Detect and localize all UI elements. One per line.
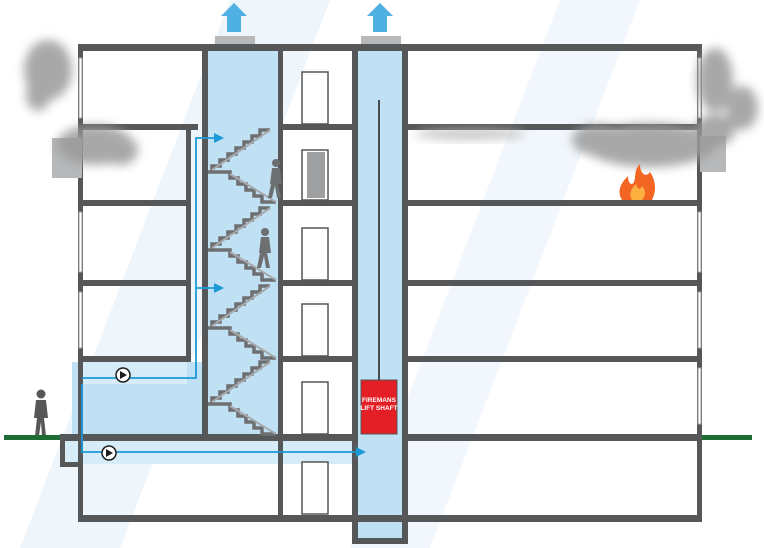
lift-pit bbox=[352, 538, 408, 544]
stair-left-wall bbox=[202, 51, 208, 441]
corridor-zone bbox=[83, 362, 187, 384]
lobby-doors bbox=[301, 71, 329, 515]
airflow-paths bbox=[81, 133, 366, 457]
person-figure bbox=[257, 228, 271, 268]
airflow-arrow bbox=[81, 384, 366, 457]
airflow-arrow bbox=[82, 133, 224, 379]
lift-shaft-zone bbox=[358, 50, 402, 540]
smoke-cloud bbox=[572, 48, 758, 167]
door bbox=[301, 303, 329, 357]
fire-icon bbox=[619, 164, 656, 200]
open-door bbox=[301, 149, 329, 201]
smoke-cloud bbox=[415, 128, 525, 140]
lift-roof-vent bbox=[361, 36, 401, 44]
door bbox=[301, 461, 329, 515]
relief-vent-arrow bbox=[367, 3, 393, 32]
lift-label-line2: LIFT SHAFT bbox=[360, 405, 397, 412]
roof-slab bbox=[78, 44, 702, 51]
building-structure bbox=[52, 36, 726, 544]
basement-slab bbox=[78, 515, 702, 522]
relief-vent-arrow bbox=[221, 3, 247, 32]
stair-roof-vent bbox=[215, 36, 255, 44]
fan-icon bbox=[101, 445, 117, 461]
background-swooshes bbox=[20, 0, 640, 548]
windows bbox=[78, 57, 702, 425]
lift-shaft-left-wall bbox=[352, 44, 358, 544]
left-inner-wall bbox=[186, 130, 191, 362]
ground-line bbox=[4, 435, 752, 440]
fan-icon bbox=[115, 367, 131, 383]
lift-shaft-right-wall bbox=[402, 44, 408, 544]
door bbox=[301, 381, 329, 435]
door bbox=[301, 227, 329, 281]
person-figure bbox=[268, 159, 282, 198]
person-figure bbox=[34, 389, 48, 436]
door bbox=[301, 71, 329, 125]
smoke-cloud bbox=[24, 40, 138, 165]
lift-label-line1: FIREMANS bbox=[362, 397, 397, 404]
firemans-lift-car: FIREMANS LIFT SHAFT bbox=[360, 379, 398, 435]
